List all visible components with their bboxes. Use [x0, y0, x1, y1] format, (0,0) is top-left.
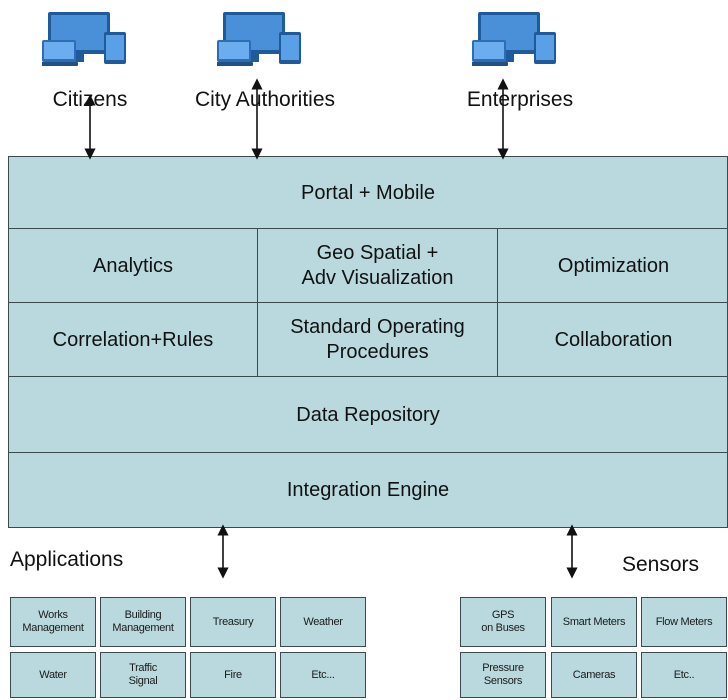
sensor-box: Etc..: [641, 652, 727, 698]
app-box: Building Management: [100, 597, 186, 647]
architecture-stack: Portal + Mobile Analytics Geo Spatial + …: [8, 156, 728, 528]
cell-sop: Standard Operating Procedures: [257, 303, 497, 377]
app-box: Traffic Signal: [100, 652, 186, 698]
app-box: Fire: [190, 652, 276, 698]
app-box: Water: [10, 652, 96, 698]
app-box: Etc...: [280, 652, 366, 698]
cell-analytics: Analytics: [92, 254, 174, 277]
sensor-box: Pressure Sensors: [460, 652, 546, 698]
sensor-box: GPS on Buses: [460, 597, 546, 647]
sensor-box: Smart Meters: [551, 597, 637, 647]
layer-row-2: Analytics Geo Spatial + Adv Visualizatio…: [8, 228, 728, 304]
devices-icon: [472, 12, 556, 66]
sensors-title: Sensors: [622, 553, 700, 576]
devices-icon: [42, 12, 126, 66]
layer-data-repository-label: Data Repository: [296, 403, 440, 426]
app-box: Treasury: [190, 597, 276, 647]
layer-integration-engine-label: Integration Engine: [286, 478, 450, 501]
cell-optimization: Optimization: [497, 229, 728, 303]
user-city-authorities: City Authorities: [175, 10, 355, 111]
cell-correlation-rules: Correlation+Rules: [52, 328, 214, 351]
user-enterprises: Enterprises: [430, 10, 610, 111]
layer-integration-engine: Integration Engine: [8, 452, 728, 528]
sensor-box: Cameras: [551, 652, 637, 698]
app-box: Works Management: [10, 597, 96, 647]
sensor-box: Flow Meters: [641, 597, 727, 647]
user-label: City Authorities: [194, 88, 336, 111]
user-label: Enterprises: [466, 88, 574, 111]
cell-collaboration: Collaboration: [497, 303, 728, 377]
layer-portal-label: Portal + Mobile: [301, 181, 435, 204]
app-box: Weather: [280, 597, 366, 647]
devices-icon: [217, 12, 301, 66]
layer-portal: Portal + Mobile: [8, 156, 728, 230]
applications-title: Applications: [10, 548, 124, 571]
cell-geo-spatial: Geo Spatial + Adv Visualization: [257, 229, 497, 303]
